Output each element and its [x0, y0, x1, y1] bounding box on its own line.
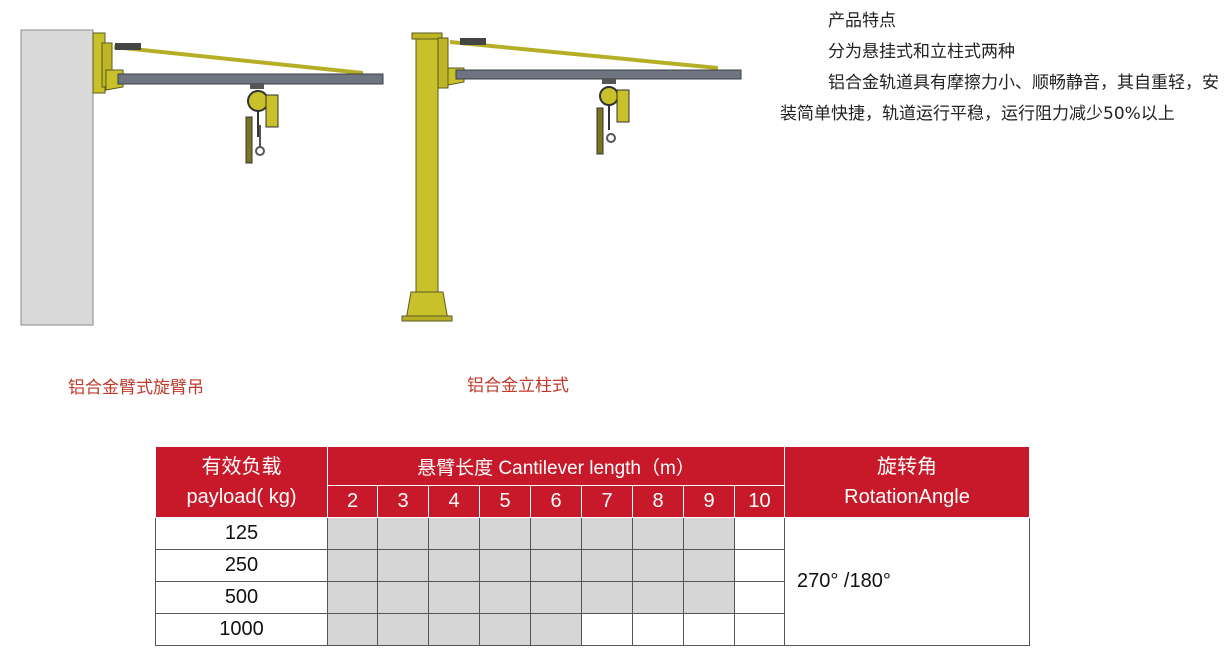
- hoist-hook: [255, 146, 265, 156]
- length-col-header: 3: [377, 485, 429, 518]
- tie-rod: [449, 40, 719, 70]
- payload-cell: 500: [155, 581, 328, 614]
- payload-header: 有效负载 payload( kg): [155, 446, 328, 518]
- table-row: 1000: [155, 613, 1030, 646]
- wall-crane-caption: 铝合金臂式旋臂吊: [68, 378, 204, 398]
- payload-header-cn: 有效负载: [201, 456, 282, 478]
- rotation-angle-value: 270° /180°: [784, 517, 1030, 646]
- payload-cell: 125: [155, 517, 328, 550]
- hoist-body: [616, 89, 630, 123]
- length-available-cell: [683, 581, 735, 614]
- length-available-cell: [632, 581, 684, 614]
- hoist-wheel: [599, 86, 619, 106]
- rotation-header-en: RotationAngle: [844, 486, 970, 508]
- length-available-cell: [581, 581, 633, 614]
- length-available-cell: [377, 549, 429, 582]
- length-available-cell: [530, 517, 582, 550]
- length-available-cell: [632, 517, 684, 550]
- length-available-cell: [377, 517, 429, 550]
- hoist-controller: [245, 116, 253, 164]
- cantilever-length-header: 悬臂长度 Cantilever length（m）: [327, 446, 785, 486]
- length-available-cell: [530, 581, 582, 614]
- spec-table: 有效负载 payload( kg) 悬臂长度 Cantilever length…: [155, 446, 1030, 646]
- table-row: 250: [155, 549, 1030, 582]
- length-col-header: 8: [632, 485, 684, 518]
- length-col-header: 2: [327, 485, 378, 518]
- payload-cell: 250: [155, 549, 328, 582]
- base-plate: [401, 315, 453, 322]
- pillar-column: [415, 34, 439, 294]
- length-available-cell: [327, 517, 378, 550]
- length-available-cell: [377, 613, 429, 646]
- hoist-wheel: [247, 90, 269, 112]
- trolley: [250, 83, 264, 89]
- tie-rod: [113, 45, 364, 75]
- pillar-crane-caption: 铝合金立柱式: [467, 376, 569, 396]
- length-col-header: 5: [479, 485, 531, 518]
- features-title: 产品特点: [828, 11, 896, 31]
- hoist-controller: [596, 107, 604, 155]
- length-available-cell: [683, 517, 735, 550]
- rotation-header: 旋转角 RotationAngle: [784, 446, 1030, 518]
- wall-jib-crane-illustration: [20, 29, 384, 326]
- pillar-jib-crane-illustration: [401, 32, 742, 322]
- length-col-header: 9: [683, 485, 735, 518]
- table-row: 500: [155, 581, 1030, 614]
- length-available-cell: [581, 517, 633, 550]
- length-col-header: 6: [530, 485, 582, 518]
- wall-block: [20, 29, 94, 326]
- length-available-cell: [327, 549, 378, 582]
- rotation-header-cn: 旋转角: [877, 456, 937, 478]
- length-unavailable-cell: [581, 613, 633, 646]
- length-col-header: 10: [734, 485, 785, 518]
- hoist-body: [265, 94, 279, 128]
- length-unavailable-cell: [734, 581, 785, 614]
- product-features: 产品特点 分为悬挂式和立柱式两种 铝合金轨道具有摩擦力小、顺畅静音，其自重轻，安…: [780, 6, 1225, 130]
- length-col-header: 7: [581, 485, 633, 518]
- length-available-cell: [530, 613, 582, 646]
- length-available-cell: [377, 581, 429, 614]
- length-available-cell: [327, 581, 378, 614]
- length-available-cell: [683, 549, 735, 582]
- rail-beam: [117, 73, 384, 85]
- payload-header-en: payload( kg): [186, 486, 297, 508]
- length-unavailable-cell: [734, 549, 785, 582]
- length-available-cell: [479, 549, 531, 582]
- trolley: [602, 78, 616, 84]
- features-paragraph: 铝合金轨道具有摩擦力小、顺畅静音，其自重轻，安装简单快捷，轨道运行平稳，运行阻力…: [780, 73, 1219, 124]
- payload-cell: 1000: [155, 613, 328, 646]
- length-available-cell: [581, 549, 633, 582]
- length-available-cell: [428, 517, 480, 550]
- length-available-cell: [479, 613, 531, 646]
- length-available-cell: [428, 581, 480, 614]
- length-available-cell: [530, 549, 582, 582]
- length-available-cell: [632, 549, 684, 582]
- turnbuckle: [460, 38, 486, 45]
- length-available-cell: [428, 613, 480, 646]
- length-available-cell: [479, 517, 531, 550]
- table-row: 125 270° /180°: [155, 517, 1030, 646]
- hoist-hook: [606, 133, 616, 143]
- length-unavailable-cell: [734, 613, 785, 646]
- length-available-cell: [428, 549, 480, 582]
- length-unavailable-cell: [683, 613, 735, 646]
- rail-beam: [455, 69, 742, 80]
- features-line-1: 分为悬挂式和立柱式两种: [828, 42, 1015, 62]
- pillar-cap: [411, 32, 443, 40]
- length-available-cell: [327, 613, 378, 646]
- length-unavailable-cell: [734, 517, 785, 550]
- length-col-header: 4: [428, 485, 480, 518]
- length-unavailable-cell: [632, 613, 684, 646]
- turnbuckle: [115, 43, 141, 50]
- pillar-bracket: [437, 37, 449, 89]
- length-available-cell: [479, 581, 531, 614]
